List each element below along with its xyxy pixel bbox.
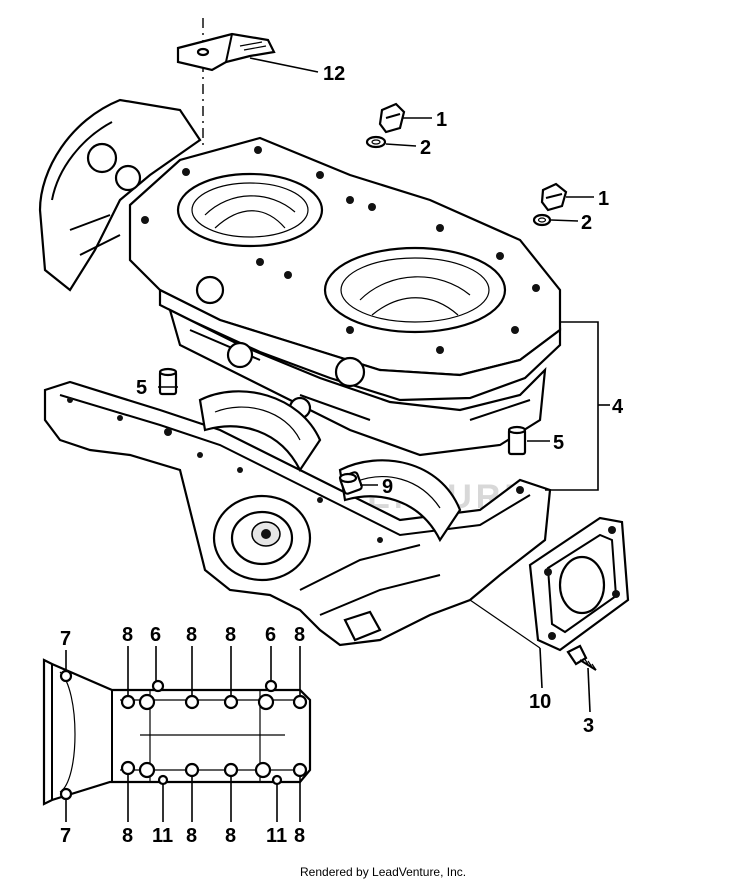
callout-5-right[interactable]: 5 [553,432,564,454]
callout-8-top-1[interactable]: 8 [122,624,133,646]
callout-4[interactable]: 4 [612,396,624,418]
part-9-bushing[interactable] [338,471,363,495]
crankcase-upper-half[interactable] [38,98,562,457]
callout-11-bottom-1[interactable]: 11 [152,825,173,847]
part-2-washer-lower[interactable] [532,213,552,227]
callout-2-lower[interactable]: 2 [581,212,592,234]
part-5-dowel-left[interactable] [158,367,178,396]
part-5-dowel-right[interactable] [507,425,527,456]
inset-bolt-holes [59,669,308,801]
callout-8-top-3[interactable]: 8 [225,624,236,646]
callout-2-upper[interactable]: 2 [420,137,431,159]
part-12-bracket[interactable] [176,18,276,150]
callout-8-bottom-2[interactable]: 8 [186,825,197,847]
callout-8-bottom-1[interactable]: 8 [122,825,133,847]
part-1-plug-upper[interactable] [378,102,406,134]
part-1-plug-lower[interactable] [540,182,568,212]
crankcase-lower-half[interactable] [43,380,552,647]
callout-1-lower[interactable]: 1 [598,188,609,210]
callout-8-top-4[interactable]: 8 [294,624,305,646]
callout-11-bottom-2[interactable]: 11 [266,825,287,847]
part-3-screw[interactable] [566,644,597,671]
callout-6-top-1[interactable]: 6 [150,624,161,646]
callout-3[interactable]: 3 [583,715,594,737]
part-10-gasket-plate[interactable] [528,516,630,652]
callout-8-bottom-3[interactable]: 8 [225,825,236,847]
callout-12[interactable]: 12 [323,63,345,85]
callout-10[interactable]: 10 [529,691,551,713]
callout-9[interactable]: 9 [382,476,393,498]
callout-7-bottom[interactable]: 7 [60,825,71,847]
callout-1-upper[interactable]: 1 [436,109,447,131]
leader-lines [65,57,610,822]
callout-8-bottom-4[interactable]: 8 [294,825,305,847]
callout-5-left[interactable]: 5 [136,377,147,399]
callout-8-top-2[interactable]: 8 [186,624,197,646]
flange-holes [67,397,524,543]
inset-bottom-view [42,658,312,806]
callout-6-top-2[interactable]: 6 [265,624,276,646]
callout-7-top[interactable]: 7 [60,628,71,650]
part-2-washer-upper[interactable] [365,135,387,149]
footer-credit: Rendered by LeadVenture, Inc. [300,865,466,879]
